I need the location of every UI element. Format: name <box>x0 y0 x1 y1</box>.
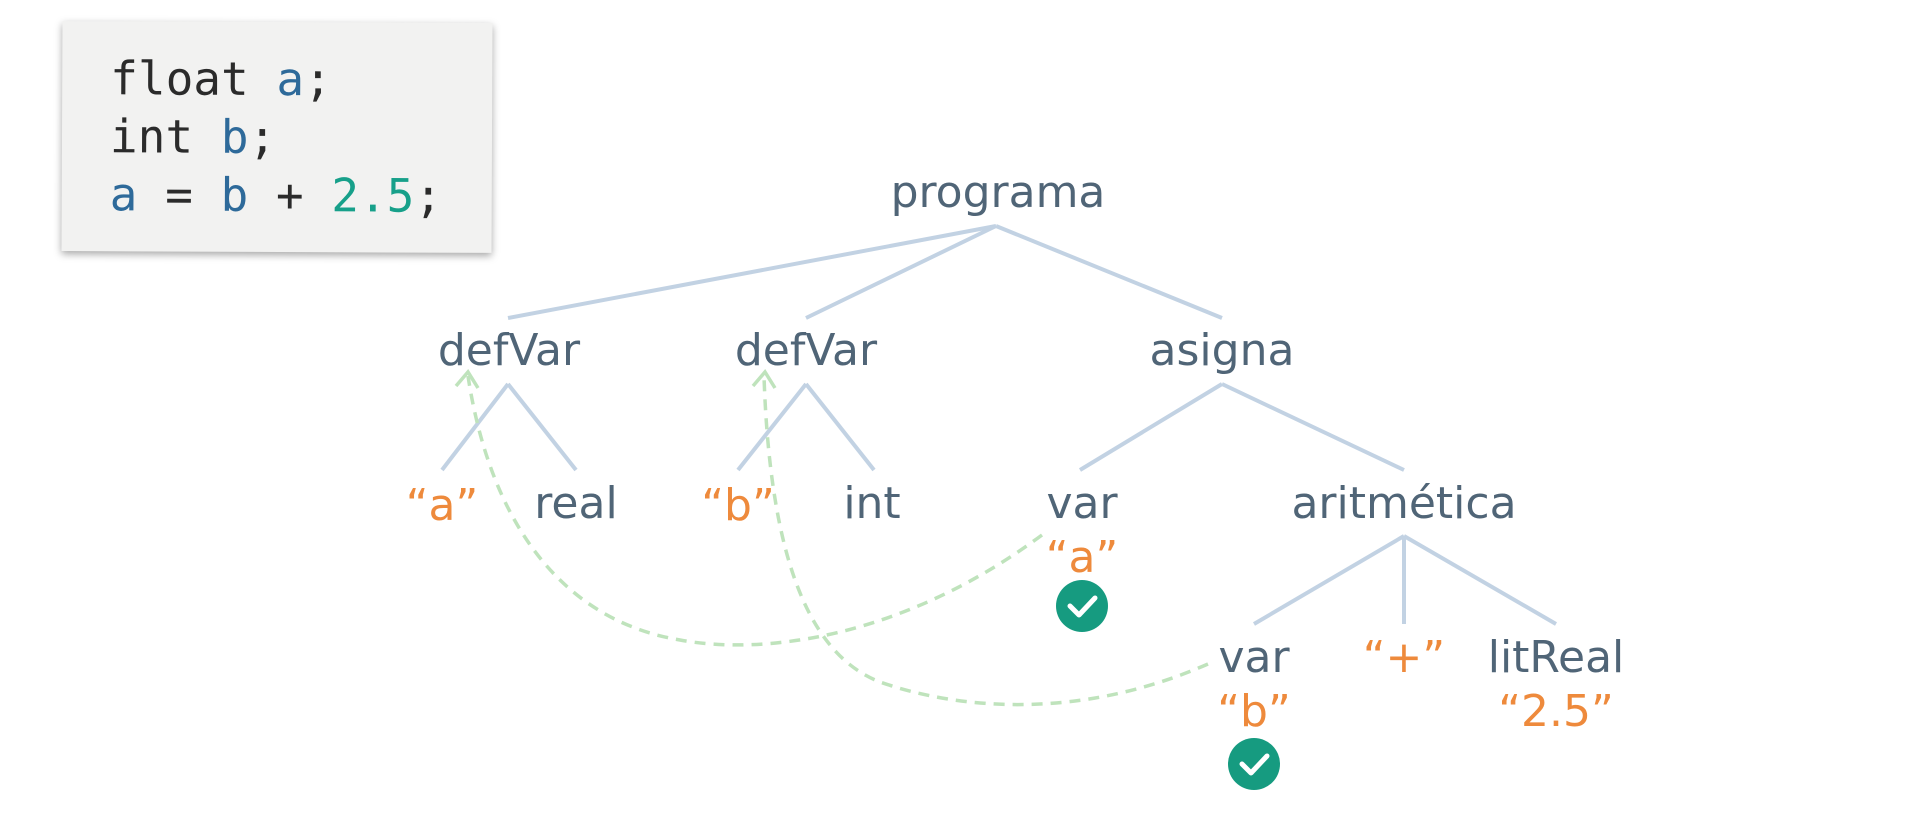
node-type-real: real <box>534 478 617 529</box>
lexeme-var-a: “a” <box>1046 532 1119 583</box>
edge-aritmetica-var <box>1252 534 1406 626</box>
tree-edges <box>440 224 1558 626</box>
lexeme-defvar-1-name: “a” <box>406 480 479 531</box>
node-asigna: asigna <box>1150 325 1295 376</box>
node-programa: programa <box>891 167 1106 218</box>
edge-programa-asigna <box>995 224 1223 320</box>
node-type-int: int <box>843 478 900 529</box>
edge-programa-defvar2 <box>805 224 997 320</box>
node-defvar-2: defVar <box>735 325 878 376</box>
lexeme-defvar-2-name: “b” <box>701 480 775 531</box>
ref-arrow-head-b <box>751 369 777 389</box>
lexeme-litreal: “2.5” <box>1498 686 1614 737</box>
node-aritmetica: aritmética <box>1291 478 1516 529</box>
node-litreal: litReal <box>1488 632 1625 683</box>
node-defvar-1: defVar <box>438 325 581 376</box>
edge-defvar1-name <box>440 382 510 472</box>
lexeme-operator-plus: “+” <box>1363 632 1445 683</box>
lexeme-var-b: “b” <box>1217 686 1291 737</box>
ref-arrow-var-a <box>466 375 1044 647</box>
edge-defvar2-name <box>736 382 808 472</box>
check-circle-icon <box>1056 580 1108 632</box>
ref-arrow-head-a <box>454 369 480 389</box>
check-circle-icon <box>1228 738 1280 790</box>
node-var-a: var <box>1046 478 1118 529</box>
ref-arrow-var-b <box>762 375 1209 707</box>
edge-defvar1-type <box>506 382 578 472</box>
edge-asigna-aritmetica <box>1221 382 1405 472</box>
reference-arrows <box>454 369 1209 707</box>
edge-aritmetica-litreal <box>1402 534 1558 626</box>
edge-defvar2-type <box>804 382 876 472</box>
node-var-b: var <box>1218 632 1290 683</box>
edge-asigna-var <box>1078 382 1224 472</box>
edge-programa-defvar1 <box>507 224 997 320</box>
